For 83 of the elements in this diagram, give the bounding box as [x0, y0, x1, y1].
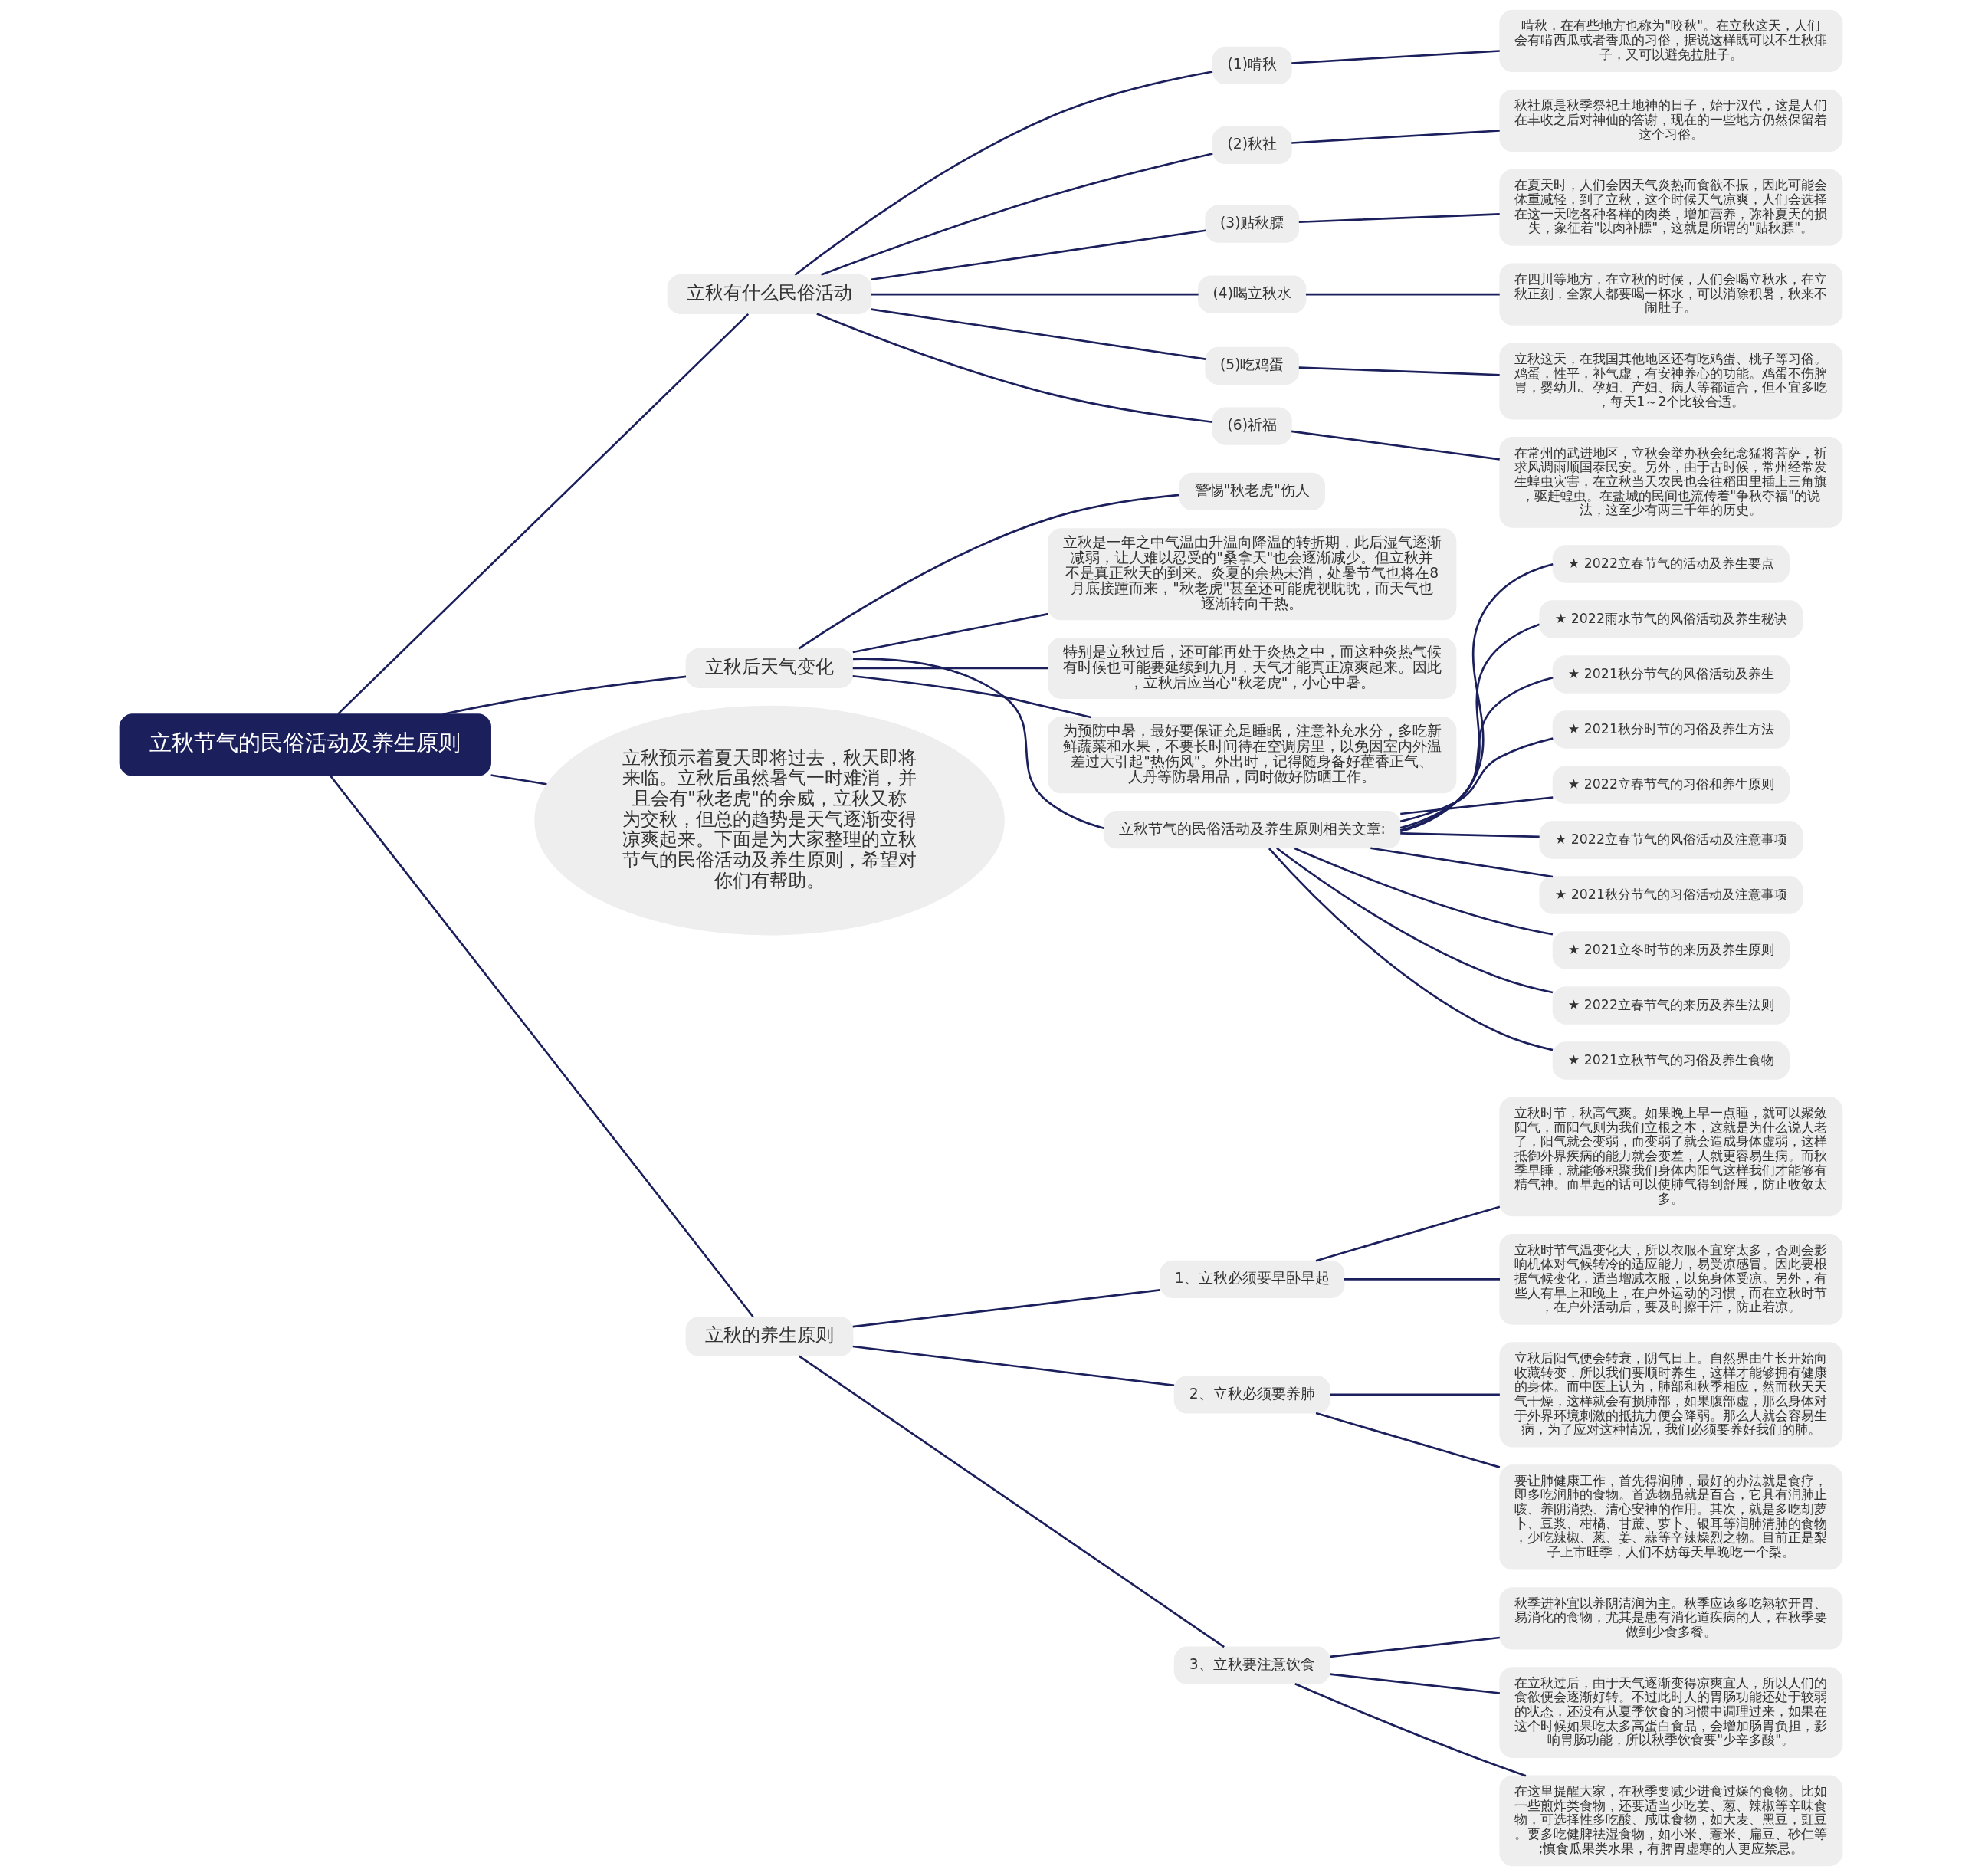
node-box: (5)吃鸡蛋 [1205, 346, 1300, 385]
node-box: 啃秋，在有些地方也称为"咬秋"。在立秋这天，人们会有啃西瓜或者香瓜的习俗，据说这样既可以不生秋痱子，又可以避免拉肚子。 [1499, 9, 1843, 73]
connector [852, 1345, 1175, 1387]
node-box: (1)啃秋 [1212, 46, 1292, 85]
node-box: (2)秋社 [1212, 126, 1292, 165]
connector [1291, 430, 1500, 461]
node-ellipse: 立秋预示着夏天即将过去，秋天即将来临。立秋后虽然暑气一时难消，并且会有"秋老虎"的余威，立秋又称为交秋，但总的趋势是天气逐渐变得凉爽起来。下面是为大家整理的立秋节气的民俗活动及养生原则，希望对你们有帮助。 [534, 705, 1005, 936]
node-box: 在四川等地方，在立秋的时候，人们会喝立秋水，在立秋正刻，全家人都要喝一杯水，可以消除积暑，秋来不闹肚子。 [1499, 263, 1843, 326]
connector [871, 229, 1206, 281]
connector [798, 494, 1179, 650]
connector [1400, 832, 1540, 838]
node-box: 立秋后阳气便会转衰，阴气日上。自然界由生长开始向收藏转变，所以我们要顺时养生，这样才能够拥有健康的身体。而中医上认为，肺部和秋季相应，然而秋天天气干燥，这样就会有损肺部，如果腹部虚，那么身体对于外界环境刺激的抵抗力便会降弱。那么人就会容易生病，为了应对这种情况，我们必须要养好我们的肺。 [1499, 1342, 1843, 1448]
node-box: 特别是立秋过后，还可能再处于炎热之中，而这种炎热气候有时候也可能要延续到九月，天气才能真正凉爽起来。因此，立秋后应当心"秋老虎"，小心中暑。 [1048, 638, 1457, 700]
connector [1344, 1277, 1500, 1281]
connector [852, 1289, 1160, 1328]
node-box: ★ 2021立秋节气的习俗及养生食物 [1552, 1041, 1790, 1080]
connector [490, 774, 547, 785]
node-box: 在这里提醒大家，在秋季要减少进食过燥的食物。比如一些煎炸类食物，还要适当少吃姜、葱、辣椒等辛味食物，可选择性多吃酸、咸味食物，如大麦、黑豆，豇豆。要多吃健脾祛湿食物，如小米、薏米、扁豆、砂仁等;慎食瓜果类水果，有脾胃虚寒的人更应禁忌。 [1499, 1775, 1843, 1867]
node-box: ★ 2022立春节气的习俗和养生原则 [1552, 766, 1790, 804]
node-box: 立秋时节气温变化大，所以衣服不宜穿太多，否则会影响机体对气候转冷的适应能力，易受凉感冒。因此要根据气候变化，适当增减衣服，以免身体受凉。另外，有些人有早上和晚上，在户外运动的习惯，而在立秋时节，在户外活动后，要及时擦干汗，防止着凉。 [1499, 1233, 1843, 1325]
connector [1305, 293, 1500, 296]
node-box: 立秋后天气变化 [685, 648, 854, 689]
connector [1298, 213, 1500, 224]
connector [1330, 1673, 1500, 1694]
node-box: 立秋的养生原则 [685, 1316, 854, 1356]
node-box: ★ 2021立冬时节的来历及养生原则 [1552, 931, 1790, 969]
connector [871, 293, 1199, 296]
node-box: ★ 2022立春节气的活动及养生要点 [1552, 545, 1790, 583]
node-box: 立秋这天，在我国其他地区还有吃鸡蛋、桃子等习俗。鸡蛋，性平，补气虚，有安神养心的功能。鸡蛋不伤脾胃，婴幼儿、孕妇、产妇、病人等都适合，但不宜多吃，每天1～2个比较合适。 [1499, 343, 1843, 420]
node-box: ★ 2021秋分节气的习俗活动及注意事项 [1539, 876, 1803, 914]
connector [1330, 1393, 1500, 1396]
connector [816, 313, 1213, 424]
connector [1399, 737, 1554, 823]
connector [1291, 130, 1500, 144]
node-box: 在立秋过后，由于天气逐渐变得凉爽宜人，所以人们的食欲便会逐渐好转。不过此时人的胃肠功能还处于较弱的状态，还没有从夏季饮食的习惯中调理过来，如果在这个时候如果吃太多高蛋白食品，会增加肠胃负担，影响胃肠功能，所以秋季饮食要"少辛多酸"。 [1499, 1667, 1843, 1758]
connector [1315, 1412, 1501, 1468]
connector [1315, 1205, 1501, 1262]
node-box: (6)祈福 [1212, 407, 1292, 445]
node-box: 3、立秋要注意饮食 [1173, 1646, 1330, 1684]
node-box: 要让肺健康工作，首先得润肺，最好的办法就是食疗，即多吃润肺的食物。首选物品就是百合，它具有润肺止咳、养阴消热、清心安神的作用。其次，就是多吃胡萝卜、豆浆、柑橘、甘蔗、萝卜、银耳等润肺清肺的食物，少吃辣椒、葱、姜、蒜等辛辣燥烈之物。目前正是梨子上市旺季，人们不妨每天早晚吃一个梨。 [1499, 1464, 1843, 1570]
connector [1400, 796, 1554, 815]
node-box: ★ 2022雨水节气的风俗活动及养生秘诀 [1539, 600, 1803, 638]
node-box: 立秋节气的民俗活动及养生原则相关文章: [1103, 811, 1401, 849]
connector [1370, 847, 1554, 878]
node-box: 立秋节气的民俗活动及养生原则 [119, 713, 491, 776]
node-box: 在夏天时，人们会因天气炎热而食欲不振，因此可能会体重减轻，到了立秋，这个时候天气凉爽，人们会选择在这一天吃各种各样的肉类，增加营养，弥补夏天的损失，象征着"以肉补膘"，这就是所谓的"贴秋膘"。 [1499, 169, 1843, 246]
node-box: ★ 2022立春节气的风俗活动及注意事项 [1539, 821, 1803, 859]
node-box: (4)喝立秋水 [1198, 275, 1307, 313]
node-box: 秋社原是秋季祭祀土地神的日子，始于汉代，这是人们在丰收之后对神仙的答谢，现在的一些地方仍然保留着这个习俗。 [1499, 89, 1843, 153]
connector [1276, 847, 1554, 994]
node-box: 1、立秋必须要早卧早起 [1160, 1260, 1345, 1298]
node-box: ★ 2021秋分节气的风俗活动及养生 [1552, 655, 1790, 694]
node-box: ★ 2022立春节气的来历及养生法则 [1552, 986, 1790, 1025]
connector [1399, 623, 1540, 831]
connector [852, 612, 1048, 654]
connector [1268, 848, 1554, 1051]
node-box: 2、立秋必须要养肺 [1173, 1376, 1330, 1414]
node-box: 警惕"秋老虎"伤人 [1179, 472, 1326, 511]
node-box: 为预防中暑，最好要保证充足睡眠，注意补充水分，多吃新鲜蔬菜和水果，不要长时间待在空调房里，以免因室内外温差过大引起"热伤风"。外出时，记得随身备好藿香正气、人丹等防暑用品，同时做好防晒工作。 [1048, 717, 1457, 794]
node-box: 秋季进补宜以养阴清润为主。秋季应该多吃熟软开胃、易消化的食物，尤其是患有消化道疾病的人，在秋季要做到少食多餐。 [1499, 1587, 1843, 1650]
connector [853, 658, 1104, 829]
connector [1298, 366, 1500, 376]
node-box: 立秋有什么民俗活动 [667, 274, 872, 315]
connector [1291, 50, 1500, 64]
connector [1294, 1683, 1527, 1777]
connector [1399, 677, 1554, 829]
connector [871, 308, 1206, 360]
node-box: (3)贴秋膘 [1205, 205, 1300, 243]
connector [821, 153, 1213, 276]
connector [1294, 847, 1554, 936]
node-box: 立秋是一年之中气温由升温向降温的转折期，此后湿气逐渐减弱，让人难以忍受的"桑拿天"也会逐渐减少。但立秋并不是真正秋天的到来。炎夏的余热未消，处暑节气也将在8月底接踵而来，"秋老虎"甚至还可能虎视眈眈，而天气也逐渐转向干热。 [1048, 528, 1457, 621]
connector [1399, 562, 1554, 833]
connector [852, 667, 1048, 670]
node-box: 在常州的武进地区，立秋会举办秋会纪念猛将菩萨，祈求风调雨顺国泰民安。另外，由于古时候，常州经常发生蝗虫灾害，在立秋当天农民也会往稻田里插上三角旗，驱赶蝗虫。在盐城的民间也流传着"争秋夺福"的说法，这至少有两三千年的历史。 [1499, 437, 1843, 528]
connector [794, 71, 1213, 276]
connector [330, 775, 754, 1318]
connector [442, 675, 687, 716]
connector [798, 1355, 1225, 1648]
connector [337, 313, 750, 715]
connector [1330, 1636, 1500, 1658]
connector [852, 674, 1091, 719]
node-box: ★ 2021秋分时节的习俗及养生方法 [1552, 710, 1790, 749]
node-box: 立秋时节，秋高气爽。如果晚上早一点睡，就可以聚敛阳气，而阳气则为我们立根之本，这就是为什么说人老了，阳气就会变弱，而变弱了就会造成身体虚弱，这样抵御外界疾病的能力就会变差，人就更容易生病。而秋季早睡，就能够积聚我们身体内阳气这样我们才能够有精气神。而早起的话可以使肺气得到舒展，防止收敛太多。 [1499, 1097, 1843, 1217]
